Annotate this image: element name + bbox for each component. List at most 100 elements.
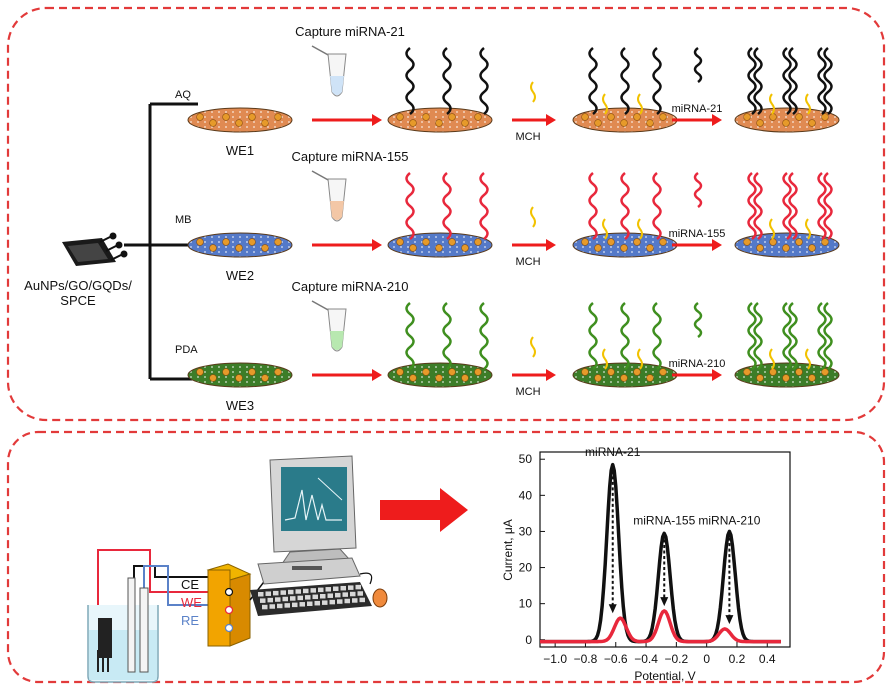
y-tick-label: 30	[519, 524, 533, 538]
target-mirna-icon	[693, 171, 703, 209]
duplex-strand	[823, 47, 833, 115]
x-tick-label: 0.2	[729, 652, 746, 666]
decrease-arrowhead	[660, 597, 669, 607]
mch-molecule	[637, 218, 643, 240]
mch-icon	[530, 81, 536, 103]
plot-frame	[539, 451, 791, 648]
lead-label-we: WE	[181, 595, 202, 610]
electrochemical-cell	[87, 549, 228, 683]
duplex-strand	[747, 47, 757, 115]
electrode-disk-stage-4	[734, 107, 840, 133]
electrode-disk-stage-2	[387, 232, 493, 258]
duplex-strand	[747, 172, 757, 240]
capture-probe-strand	[588, 302, 598, 370]
capture-probe-strand	[652, 172, 662, 240]
x-tick-label: −1.0	[543, 652, 567, 666]
sample-tube-icon	[311, 300, 347, 352]
capture-probe-strand	[588, 172, 598, 240]
electrode-disk-stage-4	[734, 362, 840, 388]
step-arrow	[672, 239, 722, 251]
mch-label: MCH	[515, 386, 540, 398]
capture-probe-strand	[479, 47, 489, 115]
computer-workstation	[250, 455, 388, 616]
target-label: miRNA-21	[672, 103, 723, 115]
peak-annotation: miRNA-21	[585, 445, 641, 459]
duplex-strand	[782, 172, 792, 240]
duplex-strand	[823, 172, 833, 240]
x-axis-label: Potential, V	[634, 669, 695, 683]
peak-annotation: miRNA-210	[698, 513, 760, 527]
mediator-label: AQ	[175, 89, 191, 101]
electrode-branch-lines	[124, 102, 198, 381]
y-tick-label: 0	[525, 633, 532, 647]
mch-molecule	[769, 93, 775, 115]
x-tick-label: −0.8	[574, 652, 598, 666]
capture-probe-strand	[442, 172, 452, 240]
step-arrow	[512, 114, 556, 126]
mch-icon	[530, 336, 536, 358]
x-tick-label: −0.6	[604, 652, 628, 666]
duplex-strand	[753, 172, 763, 240]
capture-probe-label: Capture miRNA-210	[291, 279, 408, 294]
mch-molecule	[637, 93, 643, 115]
step-arrow	[512, 239, 556, 251]
mch-label: MCH	[515, 256, 540, 268]
y-tick-label: 20	[519, 561, 533, 575]
x-tick-label: −0.4	[634, 652, 658, 666]
duplex-strand	[823, 302, 833, 370]
mch-molecule	[805, 218, 811, 240]
electrode-label-line1: AuNPs/GO/GQDs/	[24, 278, 132, 293]
top-panel-frame	[6, 6, 886, 422]
target-label: miRNA-210	[669, 358, 726, 370]
electrode-disk-stage-4	[734, 232, 840, 258]
sample-tube-icon	[311, 170, 347, 222]
electrode-label-line2: SPCE	[60, 293, 96, 308]
capture-probe-strand	[479, 302, 489, 370]
mediator-label: PDA	[175, 344, 198, 356]
mch-molecule	[805, 93, 811, 115]
working-electrode-label: WE2	[226, 268, 254, 283]
mch-molecule	[769, 348, 775, 370]
duplex-strand	[817, 172, 827, 240]
step-arrow	[312, 239, 382, 251]
y-tick-label: 10	[519, 597, 533, 611]
mch-molecule	[602, 93, 608, 115]
series-line-2	[539, 609, 782, 644]
decrease-arrowhead	[725, 615, 734, 625]
electrode-disk-stage-2	[387, 362, 493, 388]
capture-probe-label: Capture miRNA-21	[295, 24, 405, 39]
y-axis-label: Current, μA	[501, 519, 515, 581]
duplex-strand	[753, 302, 763, 370]
electrode-disk-stage-1	[187, 232, 293, 258]
mch-molecule	[637, 348, 643, 370]
capture-probe-strand	[405, 302, 415, 370]
target-mirna-icon	[693, 46, 703, 84]
x-tick-label: 0	[703, 652, 710, 666]
step-arrow	[672, 369, 722, 381]
sample-tube-icon	[311, 45, 347, 97]
lead-label-ce: CE	[181, 577, 199, 592]
electrode-disk-stage-2	[387, 107, 493, 133]
capture-probe-strand	[620, 47, 630, 115]
working-electrode-label: WE3	[226, 398, 254, 413]
step-arrow	[312, 114, 382, 126]
lead-label-re: RE	[181, 613, 199, 628]
y-tick-label: 50	[519, 452, 533, 466]
decrease-arrowhead	[608, 604, 617, 614]
y-tick-label: 40	[519, 488, 533, 502]
potentiostat-box	[206, 563, 271, 647]
duplex-strand	[788, 302, 798, 370]
mch-molecule	[602, 218, 608, 240]
capture-probe-strand	[652, 47, 662, 115]
capture-probe-strand	[479, 172, 489, 240]
duplex-strand	[753, 47, 763, 115]
mch-molecule	[769, 218, 775, 240]
electrode-disk-stage-1	[187, 107, 293, 133]
target-label: miRNA-155	[669, 228, 726, 240]
capture-probe-strand	[442, 47, 452, 115]
peak-annotation: miRNA-155	[633, 513, 695, 527]
